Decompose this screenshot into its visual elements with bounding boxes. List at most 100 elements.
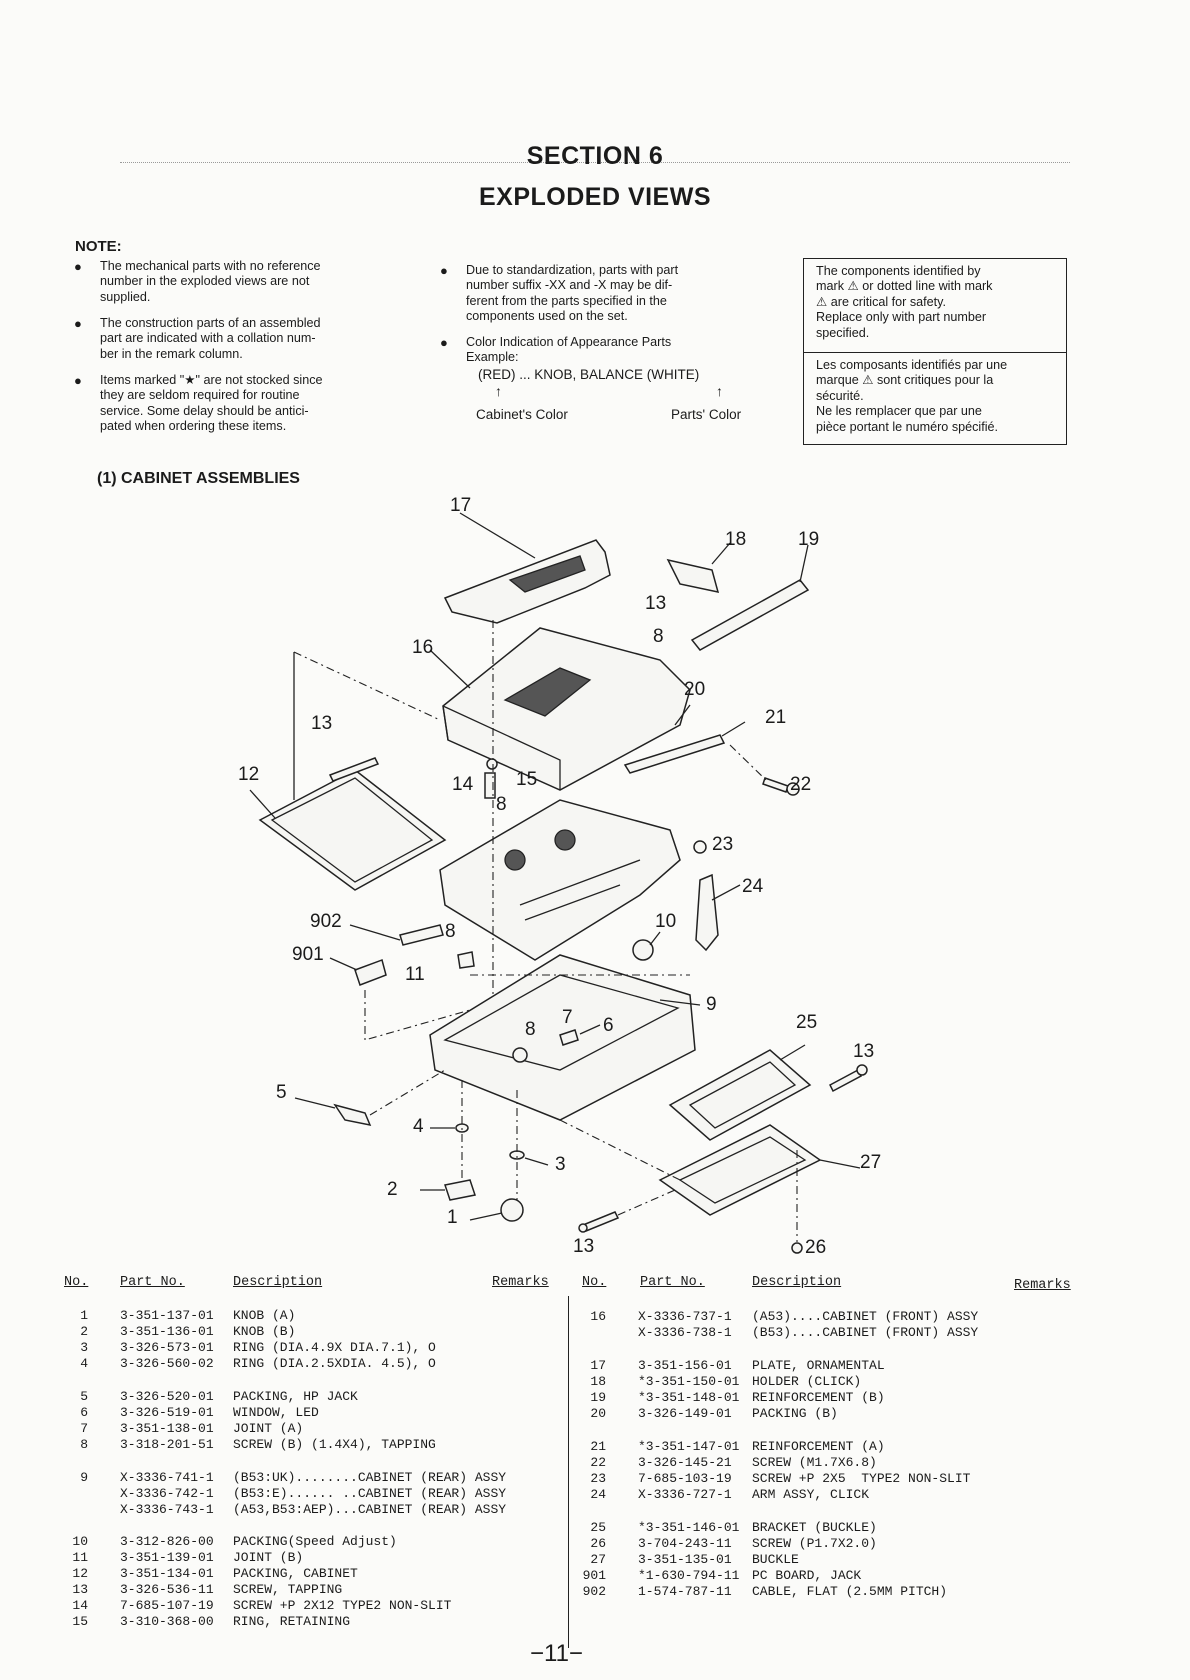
- cell-description: JOINT (B): [233, 1550, 304, 1565]
- cell-part-no: 1-574-787-11: [638, 1584, 732, 1599]
- cell-description: PLATE, ORNAMENTAL: [752, 1358, 885, 1373]
- window-led: [559, 1029, 579, 1046]
- cell-part-no: *3-351-148-01: [638, 1390, 740, 1405]
- cell-part-no: 3-310-368-00: [120, 1614, 214, 1629]
- safety-notice-en: The components identified by mark ⚠ or d…: [804, 259, 1066, 353]
- cell-description: RING (DIA.2.5XDIA. 4.5), O: [233, 1356, 436, 1371]
- tape-mechanism: [439, 799, 681, 961]
- callout-8: 8: [496, 794, 507, 815]
- cell-no: 24: [590, 1487, 606, 1502]
- exploded-view-diagram: [249, 512, 868, 1254]
- up-arrow-icon: ↑: [716, 383, 723, 399]
- color-example: (RED) ... KNOB, BALANCE (WHITE): [478, 367, 700, 382]
- callout-13: 13: [645, 593, 667, 614]
- cell-part-no: X-3336-742-1: [120, 1486, 214, 1501]
- cell-part-no: X-3336-738-1: [638, 1325, 732, 1340]
- callout-19: 19: [798, 529, 820, 550]
- screw-tapping: [328, 757, 380, 782]
- joint-a: [512, 1047, 528, 1063]
- callout-15: 15: [516, 769, 538, 790]
- cell-no: 9: [80, 1470, 88, 1485]
- callout-11: 11: [405, 964, 425, 985]
- cell-description: PACKING (B): [752, 1406, 838, 1421]
- cell-no: 6: [80, 1405, 88, 1420]
- subsection-title: (1) CABINET ASSEMBLIES: [97, 470, 300, 487]
- cell-description: SCREW (B) (1.4X4), TAPPING: [233, 1437, 436, 1452]
- bullet-icon: ●: [74, 316, 82, 331]
- cell-part-no: 3-326-536-11: [120, 1582, 214, 1597]
- cell-no: 7: [80, 1421, 88, 1436]
- cell-no: 18: [590, 1374, 606, 1389]
- cell-no: 19: [590, 1390, 606, 1405]
- screw-2x5: [693, 840, 707, 854]
- up-arrow-icon: ↑: [495, 383, 502, 399]
- cell-part-no: 3-351-156-01: [638, 1358, 732, 1373]
- cell-no: 902: [582, 1584, 606, 1599]
- cell-no: 27: [590, 1552, 606, 1567]
- holder-click: [666, 558, 720, 593]
- cell-no: 1: [80, 1308, 88, 1323]
- callout-14: 14: [452, 774, 474, 795]
- cell-description: SCREW +P 2X5 TYPE2 NON-SLIT: [752, 1471, 971, 1486]
- table-column-divider: [568, 1296, 569, 1648]
- cell-no: 12: [72, 1566, 88, 1581]
- screw-2x12: [484, 772, 496, 799]
- cell-description: (B53:UK)........CABINET (REAR) ASSY: [233, 1470, 507, 1485]
- cell-part-no: 3-326-145-21: [638, 1455, 732, 1470]
- knob-b: [444, 1179, 476, 1201]
- callout-901: 901: [292, 944, 324, 965]
- bullet-icon: ●: [440, 263, 448, 278]
- cell-description: BRACKET (BUCKLE): [752, 1520, 877, 1535]
- cell-no: 20: [590, 1406, 606, 1421]
- pc-board-jack: [354, 959, 387, 986]
- packing-hp-jack: [333, 1103, 372, 1127]
- cell-part-no: 3-351-138-01: [120, 1421, 214, 1436]
- cell-description: REINFORCEMENT (B): [752, 1390, 885, 1405]
- callout-13: 13: [573, 1236, 595, 1257]
- cell-no: 15: [72, 1614, 88, 1629]
- cell-part-no: 3-351-139-01: [120, 1550, 214, 1565]
- reinforcement-b: [690, 579, 810, 651]
- cell-description: CABLE, FLAT (2.5MM PITCH): [752, 1584, 948, 1599]
- cell-no: 22: [590, 1455, 606, 1470]
- callout-4: 4: [413, 1116, 424, 1137]
- col-header-description: Description: [233, 1275, 323, 1290]
- cell-part-no: *3-351-150-01: [638, 1374, 740, 1389]
- cell-part-no: 3-351-134-01: [120, 1566, 214, 1581]
- cell-description: SCREW +P 2X12 TYPE2 NON-SLIT: [233, 1598, 452, 1613]
- callout-5: 5: [276, 1082, 287, 1103]
- note-item-2: ● The construction parts of an assembled…: [74, 316, 321, 361]
- cell-part-no: *3-351-146-01: [638, 1520, 740, 1535]
- arm-click: [695, 873, 719, 952]
- callout-13: 13: [853, 1041, 875, 1062]
- cell-part-no: 3-318-201-51: [120, 1437, 214, 1452]
- safety-notice-box: The components identified by mark ⚠ or d…: [803, 258, 1067, 445]
- screw-m17: [762, 777, 789, 793]
- callout-3: 3: [555, 1154, 566, 1175]
- bracket-buckle: [668, 1049, 812, 1141]
- cell-part-no: 3-326-560-02: [120, 1356, 214, 1371]
- col-header-description: Description: [752, 1275, 842, 1290]
- cell-part-no: X-3336-737-1: [638, 1309, 732, 1324]
- page-title: EXPLODED VIEWS: [478, 183, 712, 211]
- callout-2: 2: [387, 1179, 398, 1200]
- callout-9: 9: [706, 994, 717, 1015]
- callout-16: 16: [412, 637, 434, 658]
- cell-part-no: 3-351-136-01: [120, 1324, 214, 1339]
- cell-description: (A53,B53:AEP)...CABINET (REAR) ASSY: [233, 1502, 507, 1517]
- callout-8: 8: [525, 1019, 536, 1040]
- cell-no: 8: [80, 1437, 88, 1452]
- cell-part-no: 7-685-107-19: [120, 1598, 214, 1613]
- cell-description: PACKING(Speed Adjust): [233, 1534, 397, 1549]
- parts-color-label: Parts' Color: [671, 407, 742, 422]
- callout-26: 26: [805, 1237, 827, 1258]
- cell-description: REINFORCEMENT (A): [752, 1439, 885, 1454]
- screw-p17: [791, 1242, 803, 1254]
- cell-part-no: 3-351-137-01: [120, 1308, 214, 1323]
- cell-description: PACKING, HP JACK: [233, 1389, 358, 1404]
- screw-tapping-right: [829, 1068, 862, 1093]
- cell-part-no: 3-704-243-11: [638, 1536, 732, 1551]
- safety-notice-fr: Les composants identifiés par une marque…: [816, 358, 1008, 434]
- cell-part-no: 7-685-103-19: [638, 1471, 732, 1486]
